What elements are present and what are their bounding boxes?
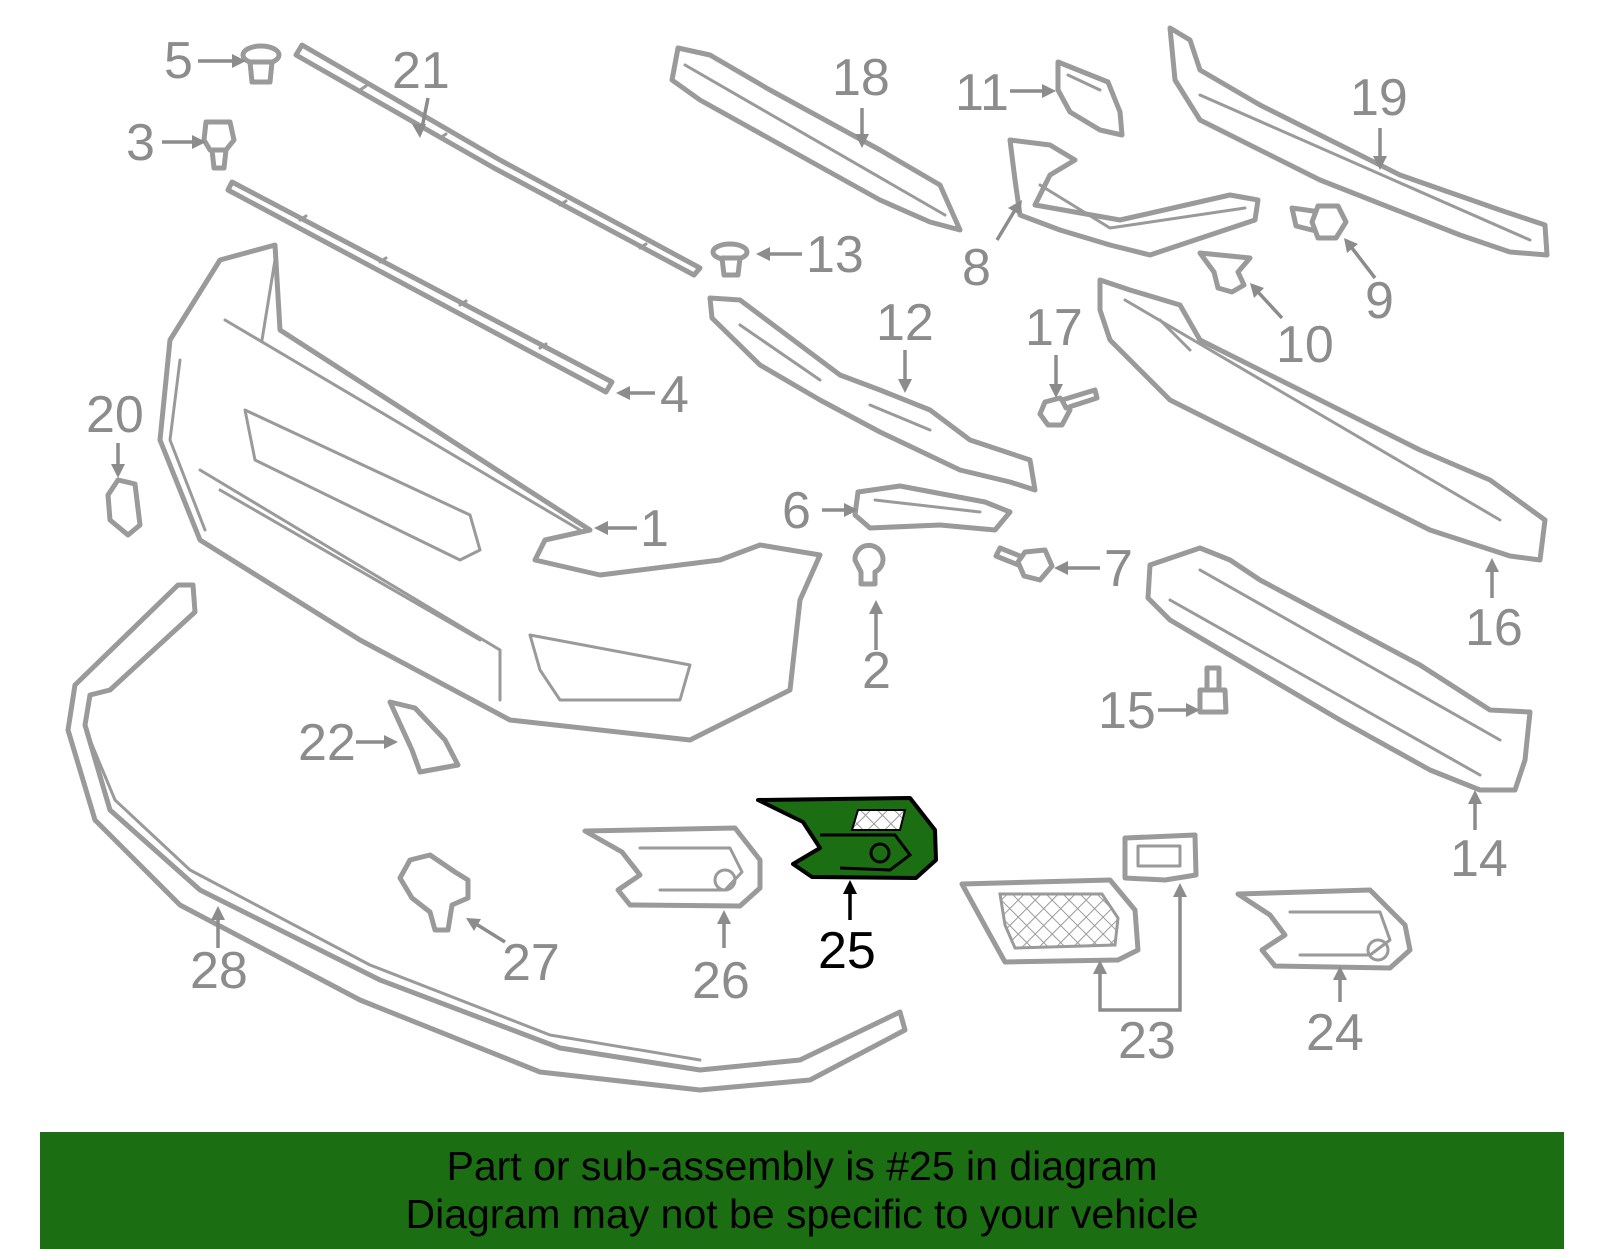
callout-18: 18: [832, 49, 890, 107]
banner-line-2: Diagram may not be specific to your vehi…: [405, 1191, 1199, 1237]
callout-2: 2: [862, 642, 891, 700]
callout-14: 14: [1450, 830, 1508, 888]
part-20-cap[interactable]: [105, 477, 143, 538]
part-16-reinforcement[interactable]: [1097, 277, 1548, 563]
callout-10: 10: [1276, 316, 1334, 374]
callout-26: 26: [692, 952, 750, 1010]
part-7-bolt[interactable]: [993, 545, 1055, 583]
part-1-bumper-cover[interactable]: [157, 242, 823, 743]
part-24-bezel[interactable]: [1235, 887, 1413, 971]
callout-16: 16: [1465, 599, 1523, 657]
callout-28: 28: [190, 942, 248, 1000]
callout-3: 3: [126, 114, 155, 172]
part-18-absorber[interactable]: [669, 45, 963, 233]
callout-19: 19: [1350, 69, 1408, 127]
leader-lines: [111, 54, 1499, 1012]
info-banner: Part or sub-assembly is #25 in diagram D…: [40, 1132, 1564, 1249]
part-8-support[interactable]: [1007, 137, 1261, 258]
callout-11: 11: [955, 64, 1009, 122]
part-21-molding[interactable]: [293, 42, 703, 278]
part-28-lip-spoiler[interactable]: [65, 582, 908, 1093]
part-23-grille[interactable]: [959, 877, 1141, 965]
callout-labels: 1 2 3 4 5 6 7 8 9 10 11 12 13 14 15 16 1…: [86, 32, 1523, 1070]
callout-24: 24: [1306, 1004, 1364, 1062]
part-23-bracket[interactable]: [1122, 832, 1199, 883]
part-9-nut[interactable]: [1289, 203, 1349, 241]
callout-6: 6: [782, 482, 811, 540]
callout-1: 1: [640, 500, 669, 558]
part-5-screw[interactable]: [240, 43, 282, 85]
callout-12: 12: [876, 294, 934, 352]
callout-17: 17: [1025, 299, 1083, 357]
callout-25: 25: [818, 922, 876, 980]
callout-20: 20: [86, 386, 144, 444]
callout-4: 4: [660, 366, 689, 424]
callout-5: 5: [164, 32, 193, 90]
part-11-bracket[interactable]: [1055, 59, 1125, 138]
part-2-clip[interactable]: [852, 542, 886, 587]
callout-15: 15: [1098, 682, 1156, 740]
callout-27: 27: [502, 934, 560, 992]
part-15-clip[interactable]: [1197, 665, 1229, 715]
part-6-bracket[interactable]: [852, 483, 1013, 533]
part-3-bolt[interactable]: [201, 119, 237, 171]
part-22-trim[interactable]: [387, 699, 461, 775]
callout-9: 9: [1365, 272, 1394, 330]
part-13-clip[interactable]: [710, 241, 750, 278]
callout-13: 13: [806, 226, 864, 284]
callout-7: 7: [1104, 540, 1133, 598]
part-4-molding[interactable]: [225, 179, 615, 395]
callout-21: 21: [392, 42, 450, 100]
part-10-clip[interactable]: [1197, 250, 1253, 295]
part-19-upper-beam[interactable]: [1167, 25, 1550, 258]
part-17-bolt[interactable]: [1037, 387, 1100, 428]
part-25-fog-lamp-cover[interactable]: [756, 796, 938, 880]
callout-23: 23: [1118, 1012, 1176, 1070]
part-27-clip-bracket[interactable]: [397, 852, 471, 933]
part-14-lower-beam[interactable]: [1145, 545, 1533, 793]
callout-8: 8: [962, 239, 991, 297]
callout-22: 22: [298, 714, 356, 772]
part-26-bezel[interactable]: [582, 825, 763, 909]
part-12-absorber[interactable]: [707, 295, 1038, 493]
banner-line-1: Part or sub-assembly is #25 in diagram: [446, 1143, 1158, 1189]
